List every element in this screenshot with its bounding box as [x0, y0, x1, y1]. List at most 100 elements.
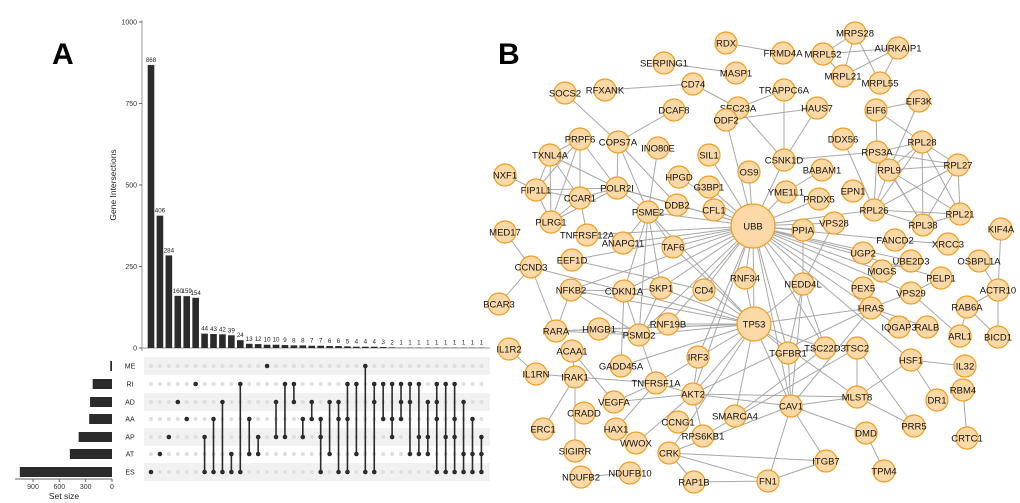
node-circle — [953, 354, 977, 378]
node-circle — [531, 417, 555, 441]
matrix-dot-empty — [354, 364, 359, 368]
network-edge — [672, 225, 754, 248]
node-circle — [955, 295, 979, 319]
matrix-dot-filled — [255, 434, 261, 440]
network-node: CSNK1D — [765, 148, 803, 172]
node-circle — [929, 266, 953, 290]
network-node: XRCC3 — [932, 232, 964, 256]
matrix-dot-empty — [479, 382, 484, 386]
network-edge — [748, 171, 754, 227]
node-label: HPGD — [665, 172, 693, 183]
network-node: GADD45A — [599, 354, 644, 378]
node-circle — [575, 223, 599, 247]
matrix-dot-filled — [336, 399, 341, 405]
node-circle — [714, 31, 738, 55]
matrix-dot-filled — [371, 381, 377, 387]
matrix-dot-empty — [282, 452, 287, 456]
network-edge — [702, 347, 858, 437]
intersection-value-label: 13 — [246, 336, 253, 343]
intersection-bar — [388, 347, 396, 348]
matrix-dot-empty — [202, 417, 207, 421]
node-circle — [791, 272, 815, 296]
network-node: CD74 — [681, 72, 705, 96]
intersection-value-label: 1 — [435, 340, 439, 347]
network-node: RPL38 — [908, 213, 938, 237]
matrix-dot-empty — [175, 435, 180, 439]
node-circle — [618, 461, 642, 485]
network-edge — [579, 138, 618, 189]
node-circle — [649, 276, 673, 300]
network-edge — [734, 323, 755, 417]
network-node: CDKN1A — [605, 279, 644, 303]
matrix-dot-empty — [327, 470, 332, 474]
matrix-dot-empty — [390, 364, 395, 368]
node-label: NDUFB10 — [608, 468, 651, 479]
network-edge — [873, 209, 961, 215]
matrix-dot-filled — [443, 381, 448, 387]
matrix-dot-empty — [470, 400, 475, 404]
node-label: OS9 — [739, 167, 758, 178]
node-label: RPL28 — [907, 137, 936, 148]
matrix-dot-empty — [479, 364, 484, 368]
network-edge — [570, 289, 640, 336]
matrix-dot-filled — [470, 469, 475, 475]
network-edge — [697, 225, 754, 358]
network-node: MRPL52 — [805, 42, 841, 66]
matrix-dot-filled — [434, 381, 440, 387]
matrix-row-stripe — [144, 393, 490, 411]
network-edge — [888, 141, 923, 171]
network-edge — [753, 323, 826, 349]
intersection-value-label: 12 — [255, 336, 262, 343]
network-node: TSC22D3 — [804, 336, 846, 360]
matrix-dot-empty — [175, 470, 180, 474]
node-circle — [951, 378, 975, 402]
matrix-dot-empty — [265, 452, 270, 456]
network-edge — [737, 89, 785, 109]
matrix-dot-empty — [318, 364, 323, 368]
y-tick-label: 250 — [125, 264, 137, 271]
network-node: TAF6 — [661, 235, 685, 259]
matrix-dot-filled — [354, 381, 359, 387]
matrix-dot-filled — [229, 451, 234, 457]
node-label: DMD — [855, 428, 877, 439]
network-edge — [613, 393, 694, 403]
network-edge — [692, 323, 755, 395]
set-size-bar — [110, 361, 112, 371]
network-edge — [822, 32, 856, 55]
matrix-dot-empty — [274, 382, 279, 386]
network-edge — [753, 283, 804, 325]
network-edge — [783, 151, 878, 161]
network-node: RBM4 — [950, 378, 976, 402]
network-edge — [535, 138, 581, 191]
matrix-dot-empty — [407, 364, 412, 368]
intersection-bar — [156, 215, 164, 348]
network-edge — [752, 225, 789, 354]
intersection-value-label: 4 — [355, 339, 359, 346]
network-node: VPS29 — [896, 281, 926, 305]
network-edge — [802, 283, 826, 349]
matrix-dot-filled — [470, 416, 475, 422]
node-label: PRR5 — [901, 421, 926, 432]
node-circle — [870, 259, 894, 283]
node-circle — [657, 441, 681, 465]
network-node: HSF1 — [899, 348, 923, 372]
node-circle — [611, 231, 635, 255]
network-edge — [870, 307, 900, 328]
node-circle — [877, 158, 901, 182]
network-node: AKT2 — [681, 382, 705, 406]
matrix-dot-filled — [318, 469, 323, 475]
network-edge — [876, 151, 890, 171]
matrix-dot-filled — [238, 469, 243, 475]
network-edge — [638, 225, 754, 336]
network-edge — [550, 197, 581, 223]
matrix-dot-empty — [336, 364, 341, 368]
matrix-dot-empty — [175, 364, 180, 368]
matrix-dot-empty — [461, 382, 466, 386]
network-node: MOGS — [867, 259, 897, 283]
network-node: RDX — [714, 31, 738, 55]
matrix-dot-filled — [211, 416, 216, 422]
intersection-value-label: 1 — [444, 340, 448, 347]
intersection-value-label: 284 — [164, 247, 175, 254]
node-circle — [915, 315, 939, 339]
node-circle — [737, 160, 761, 184]
